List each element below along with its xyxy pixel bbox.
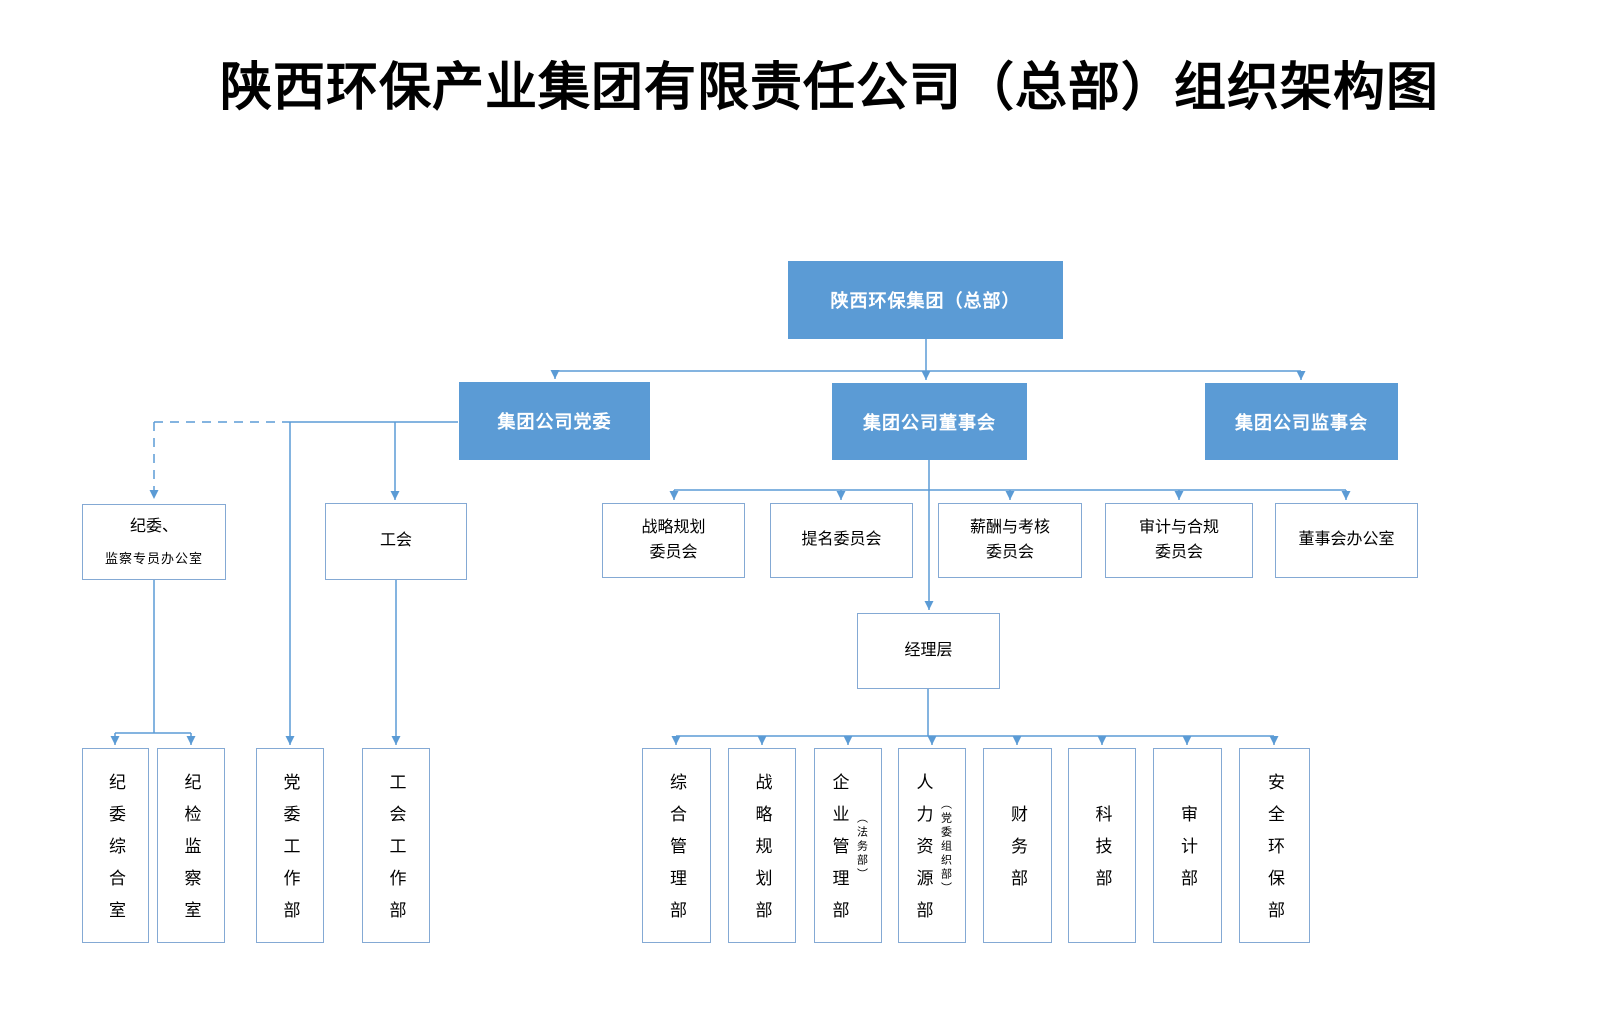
node-label: 企业管理部 bbox=[829, 773, 849, 933]
node-label: 党委工作部 bbox=[280, 773, 300, 933]
node-supervisory-board: 集团公司监事会 bbox=[1205, 383, 1398, 460]
node-management-layer: 经理层 bbox=[857, 613, 1000, 689]
node-label-line1: 战略规划 bbox=[641, 518, 706, 536]
node-label: 集团公司党委 bbox=[497, 412, 612, 432]
page-title: 陕西环保产业集团有限责任公司（总部）组织架构图 bbox=[219, 60, 1439, 117]
node-label: 集团公司董事会 bbox=[863, 412, 996, 433]
node-labor-union: 工会 bbox=[325, 503, 467, 580]
node-strategy-planning-dept: 战略规划部 bbox=[728, 748, 796, 943]
node-label: 科技部 bbox=[1092, 805, 1112, 901]
node-compensation-committee: 薪酬与考核 委员会 bbox=[938, 503, 1082, 578]
node-board-office: 董事会办公室 bbox=[1275, 503, 1418, 578]
node-label-line1: 提名委员会 bbox=[801, 531, 882, 549]
node-union-work-dept: 工会工作部 bbox=[362, 748, 430, 943]
node-discipline-inspection-office: 纪委、 监察专员办公室 bbox=[82, 504, 226, 580]
node-strategy-committee: 战略规划 委员会 bbox=[602, 503, 745, 578]
node-label: 综合管理部 bbox=[667, 773, 686, 933]
node-label-line1: 纪委、 bbox=[129, 518, 178, 536]
node-label: 纪检监察室 bbox=[181, 773, 201, 933]
node-board-of-directors: 集团公司董事会 bbox=[832, 383, 1027, 460]
node-label: 审计部 bbox=[1178, 805, 1197, 901]
node-label-line1: 董事会办公室 bbox=[1298, 531, 1395, 549]
node-root: 陕西环保集团（总部） bbox=[788, 261, 1063, 339]
node-discipline-inspection-room: 纪检监察室 bbox=[157, 748, 225, 943]
node-finance-dept: 财务部 bbox=[983, 748, 1052, 943]
node-audit-compliance-committee: 审计与合规 委员会 bbox=[1105, 503, 1253, 578]
node-label-line1: 薪酬与考核 bbox=[969, 518, 1050, 536]
node-sublabel: ︵党委组织部︶ bbox=[939, 798, 952, 896]
node-audit-dept: 审计部 bbox=[1153, 748, 1222, 943]
node-label: 纪委综合室 bbox=[106, 773, 125, 933]
node-label: 财务部 bbox=[1008, 805, 1027, 901]
node-label-line2: 委员会 bbox=[985, 543, 1034, 561]
node-label-line1: 审计与合规 bbox=[1138, 518, 1219, 536]
node-label: 陕西环保集团（总部） bbox=[830, 291, 1021, 311]
node-party-committee: 集团公司党委 bbox=[459, 382, 650, 460]
node-label-line2: 委员会 bbox=[1154, 543, 1203, 561]
node-label-line2: 监察专员办公室 bbox=[104, 550, 203, 566]
node-label: 工会 bbox=[379, 532, 412, 550]
node-enterprise-mgmt-dept: 企业管理部 ︵法务部︶ bbox=[814, 748, 882, 943]
node-technology-dept: 科技部 bbox=[1068, 748, 1136, 943]
node-label: 集团公司监事会 bbox=[1235, 412, 1368, 433]
node-label: 人力资源部 bbox=[913, 773, 933, 933]
node-label: 经理层 bbox=[904, 641, 953, 659]
node-label-line2: 委员会 bbox=[649, 543, 698, 561]
node-discipline-general-office: 纪委综合室 bbox=[82, 748, 149, 943]
node-nomination-committee: 提名委员会 bbox=[770, 503, 913, 578]
node-label: 安全环保部 bbox=[1265, 773, 1284, 933]
node-sublabel: ︵法务部︶ bbox=[855, 812, 868, 882]
node-label: 工会工作部 bbox=[386, 773, 406, 933]
node-safety-env-dept: 安全环保部 bbox=[1239, 748, 1310, 943]
node-label: 战略规划部 bbox=[752, 773, 772, 933]
node-hr-dept: 人力资源部 ︵党委组织部︶ bbox=[898, 748, 966, 943]
node-general-admin-dept: 综合管理部 bbox=[642, 748, 711, 943]
node-party-work-dept: 党委工作部 bbox=[256, 748, 324, 943]
